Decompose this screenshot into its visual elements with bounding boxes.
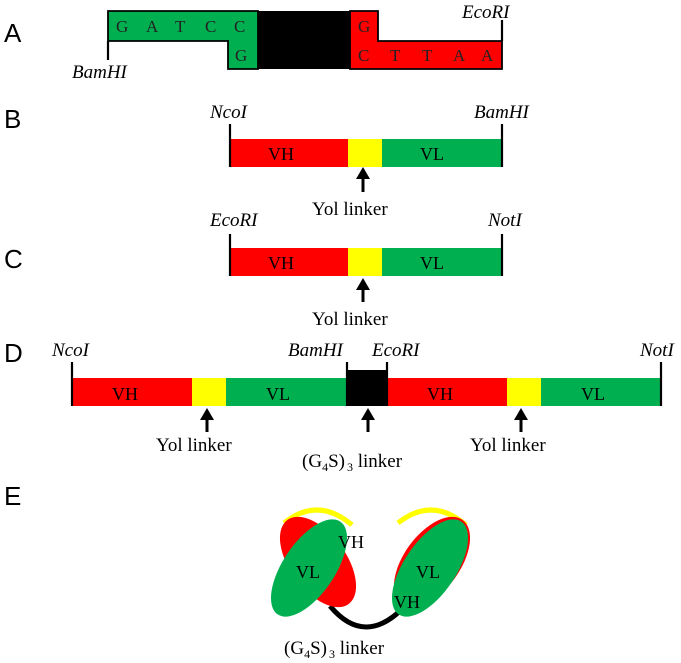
panel-d-vl2-label: VL [581, 384, 605, 404]
panel-d-linker1-label: Yol linker [156, 435, 232, 456]
panel-d-arrow1-icon [200, 408, 214, 432]
panel-d-g4s-label: (G4S)3 linker [302, 451, 403, 474]
panel-c-arrow-icon [356, 278, 370, 302]
panel-b-vh-label: VH [268, 144, 294, 164]
panel-d-vh1-label: VH [112, 384, 138, 404]
panel-a-site-bamhi: BamHI [72, 62, 129, 83]
nt: A [146, 17, 159, 36]
nt: C [234, 17, 245, 36]
panel-d-vl2-segment [541, 378, 661, 406]
panel-e-letter: E [4, 481, 21, 511]
panel-d-vh2-segment [387, 378, 507, 406]
panel-b-linker-label: Yol linker [312, 199, 388, 220]
panel-b-arrow-icon [356, 167, 370, 192]
panel-e-g4s-label: (G4S)3 linker [284, 638, 385, 661]
panel-d-yol2-segment [507, 378, 541, 406]
panel-d-arrow2-icon [361, 408, 375, 432]
panel-e-vh1-label: VH [338, 532, 364, 552]
panel-d-vh2-label: VH [427, 384, 453, 404]
panel-c-linker-label: Yol linker [312, 309, 388, 330]
panel-d-vl1-segment [226, 378, 347, 406]
panel-d-site-ecori: EcoRI [371, 340, 421, 361]
panel-b-site-bamhi: BamHI [474, 102, 531, 123]
panel-e-vh2-label: VH [394, 592, 420, 612]
panel-b-yol-segment [348, 139, 382, 167]
panel-a-top-right-sequence: G [358, 17, 370, 36]
nt: T [390, 46, 401, 65]
panel-d-linker2-label: Yol linker [470, 435, 546, 456]
panel-e-vl1-label: VL [296, 562, 320, 582]
panel-d-vl1-label: VL [266, 384, 290, 404]
panel-a-bottom-left-sequence: G [235, 46, 247, 65]
panel-c-site-noti: NotI [487, 210, 523, 231]
panel-b-letter: B [4, 104, 21, 134]
panel-c-letter: C [4, 244, 23, 274]
nt: A [481, 46, 494, 65]
panel-d-vh1-segment [72, 378, 192, 406]
panel-e-vl2-domain [391, 519, 469, 617]
panel-a-center-block [258, 11, 350, 69]
nt: C [205, 17, 216, 36]
panel-d-site-bamhi: BamHI [288, 340, 345, 361]
panel-b-vl-label: VL [420, 144, 444, 164]
nt: T [422, 46, 433, 65]
panel-c-vl-label: VL [420, 253, 444, 273]
panel-a-top-left-sequence: G A T C C [116, 17, 245, 36]
panel-b-vl-segment [382, 139, 502, 167]
panel-c-site-ecori: EcoRI [209, 210, 259, 231]
nt: A [453, 46, 466, 65]
panel-d-site-ncoi: NcoI [51, 340, 91, 361]
panel-d-arrow3-icon [514, 408, 528, 432]
panel-c-vh-label: VH [268, 253, 294, 273]
panel-c-vh-segment [230, 248, 348, 276]
nt: G [116, 17, 128, 36]
panel-c-vl-segment [382, 248, 502, 276]
panel-b-vh-segment [230, 139, 348, 167]
panel-d-site-noti: NotI [639, 340, 675, 361]
panel-e-vl2-label: VL [416, 562, 440, 582]
panel-a-site-ecori: EcoRI [461, 2, 511, 23]
panel-d-yol1-segment [192, 378, 226, 406]
panel-a-bottom-right-sequence: C T T A A [358, 46, 494, 65]
panel-d-letter: D [4, 338, 23, 368]
panel-d-g4s-segment [347, 370, 387, 406]
panel-c-yol-segment [348, 248, 382, 276]
panel-e-vl1-domain [270, 519, 348, 617]
nt: C [358, 46, 369, 65]
panel-b-site-ncoi: NcoI [209, 102, 249, 123]
panel-e-g4s-loop [328, 604, 407, 630]
nt: T [175, 17, 186, 36]
panel-a-letter: A [4, 18, 22, 48]
